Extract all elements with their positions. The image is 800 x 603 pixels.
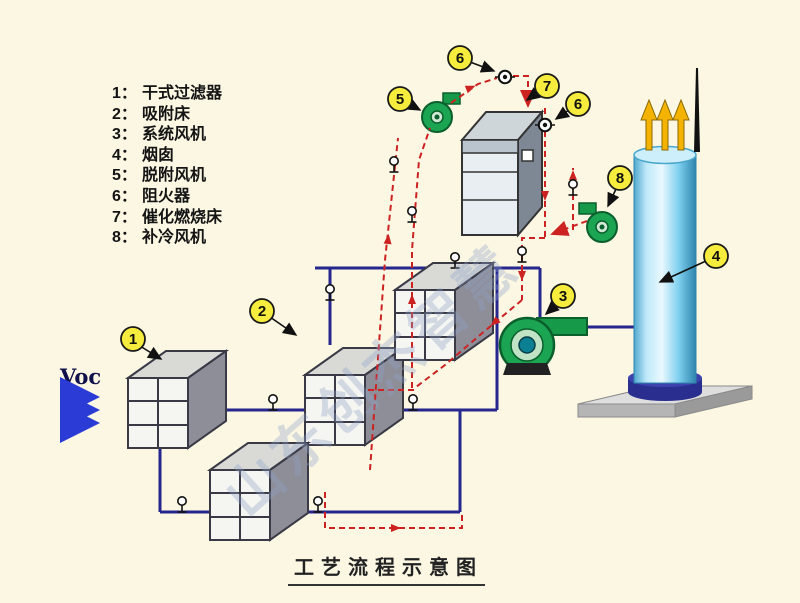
valve [388,156,400,173]
badge-7: 7 [525,73,560,101]
valve [406,206,418,223]
chimney-body [633,154,697,384]
system-fan [498,316,588,375]
legend-item: 5： 脱附风机 [112,167,207,185]
voc-inlet: Voc [59,364,101,443]
badge-4: 4 [658,243,729,283]
voc-label: Voc [59,364,101,389]
valve [312,495,324,513]
legend-item: 8： 补冷风机 [112,229,207,247]
unit-window [521,149,534,162]
legend-item: 4： 烟囱 [112,146,175,164]
svg-text:6: 6 [456,50,464,67]
flame-arrester-1 [494,69,516,85]
badge-8: 8 [607,165,633,208]
valve [176,495,188,513]
badge-1: 1 [120,326,163,360]
svg-text:8: 8 [616,170,624,187]
valve [407,393,419,411]
platform-front [577,403,676,418]
svg-text:2: 2 [258,303,266,320]
svg-text:3: 3 [559,288,567,305]
dry-filter-box [127,350,227,449]
exhaust-arrows [640,98,690,151]
legend-item: 3： 系统风机 [112,126,207,144]
badge-6-lower: 6 [554,91,591,120]
legend-item: 7： 催化燃烧床 [112,208,223,226]
valve [567,179,579,196]
svg-text:4: 4 [712,248,721,265]
desorption-fan [421,92,461,133]
badge-5: 5 [387,86,422,112]
legend-item: 2： 吸附床 [112,105,191,123]
svg-text:6: 6 [574,96,582,113]
legend-item: 6： 阻火器 [112,187,191,205]
svg-text:7: 7 [543,78,551,95]
valve [267,393,279,411]
desorption-piping [324,75,588,532]
voc-arrows [60,377,100,443]
legend: 1： 干式过滤器 2： 吸附床 3： 系统风机 4： 烟囱 5： 脱附风机 6：… [112,84,222,249]
chimney-assembly [577,68,753,418]
badge-2: 2 [249,298,298,336]
valve [324,283,336,301]
catalytic-combustion-unit [459,109,545,238]
lightning-rod [694,68,700,152]
svg-text:1: 1 [129,331,137,348]
watermark: 山东创杰智慧 [213,233,532,529]
badge-3: 3 [544,283,576,316]
valve [516,246,528,263]
svg-text:5: 5 [396,91,404,108]
diagram-title: 工艺流程示意图 [288,551,485,586]
platform-side [674,385,753,418]
legend-item: 1： 干式过滤器 [112,85,223,102]
badge-6-upper: 6 [447,45,496,73]
